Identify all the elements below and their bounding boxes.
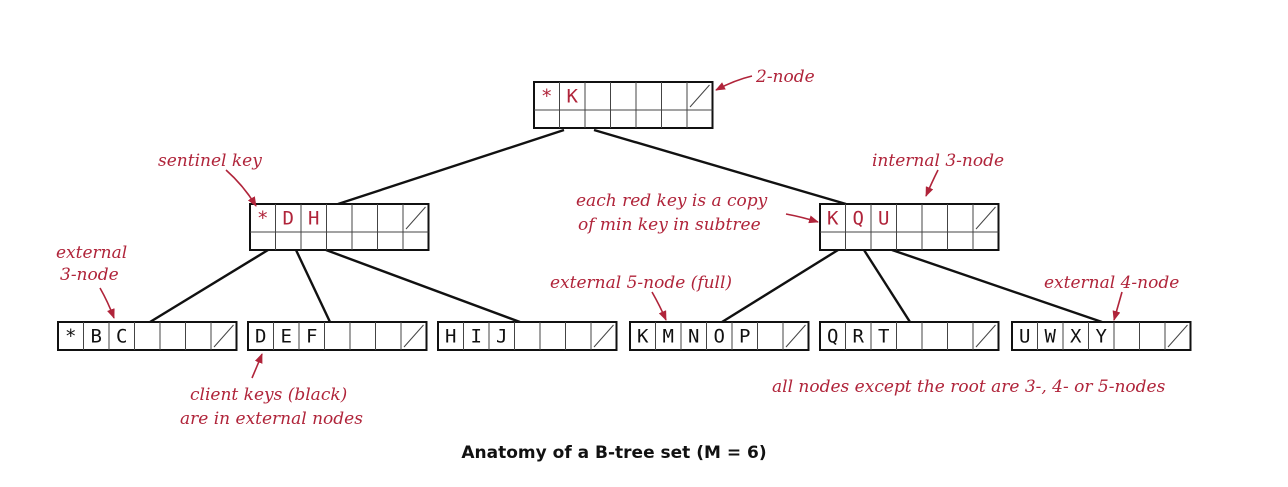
null-marker — [405, 206, 426, 230]
annotations: 2-node sentinel key internal 3-node each… — [56, 67, 1179, 429]
node-key: K — [567, 86, 579, 108]
node-key: T — [878, 326, 889, 348]
null-marker — [1167, 324, 1188, 348]
node-box — [819, 321, 1000, 351]
node-key: H — [308, 208, 319, 230]
null-marker — [213, 324, 234, 348]
annot-sentinel-key: sentinel key — [158, 151, 262, 171]
node-key: U — [1019, 326, 1030, 348]
node-key: M — [663, 326, 674, 348]
arrow-external-3-node — [99, 287, 115, 319]
node-key: R — [853, 326, 865, 348]
edge-left-hij — [325, 248, 521, 324]
node-key: K — [827, 208, 839, 230]
node-key: Q — [827, 326, 838, 348]
edge-root-right — [593, 128, 847, 206]
node-box — [437, 321, 618, 351]
null-marker — [785, 324, 806, 348]
null-marker — [975, 324, 996, 348]
node-key: B — [91, 326, 102, 348]
annot-external-4-node: external 4-node — [1044, 273, 1179, 293]
node-key: X — [1070, 326, 1082, 348]
node-box — [1011, 321, 1192, 351]
arrow-sentinel-key — [225, 169, 257, 207]
node-box — [249, 203, 430, 251]
edge-right-qrt — [862, 249, 912, 323]
node-key: P — [739, 326, 750, 348]
null-marker — [975, 206, 996, 230]
node-key: C — [116, 326, 127, 348]
node-key: U — [878, 208, 889, 230]
node-key: W — [1045, 326, 1057, 348]
node-key: * — [541, 86, 552, 108]
node-key: Y — [1096, 326, 1108, 348]
node-key: H — [445, 326, 456, 348]
node-box — [629, 321, 810, 351]
null-marker — [593, 324, 614, 348]
annot-all-nodes: all nodes except the root are 3-, 4- or … — [772, 377, 1166, 397]
node-key: * — [257, 208, 268, 230]
annot-two-node: 2-node — [755, 67, 815, 87]
node-key: Q — [853, 208, 864, 230]
tree-edges — [149, 128, 1103, 324]
null-marker — [689, 84, 710, 108]
arrow-external-4-node — [1112, 291, 1123, 321]
annot-internal-3-node: internal 3-node — [872, 151, 1004, 171]
node-box — [247, 321, 428, 351]
node-root: *K — [533, 81, 714, 129]
edge-right-uwxy — [891, 248, 1103, 324]
node-key: E — [281, 326, 292, 348]
node-box — [819, 203, 1000, 251]
arrow-external-5-node — [651, 291, 667, 321]
diagram-caption: Anatomy of a B-tree set (M = 6) — [461, 443, 766, 463]
node-key: J — [496, 326, 507, 348]
node-key: K — [637, 326, 649, 348]
annot-red-copy-line1: each red key is a copy — [576, 191, 768, 211]
node-key: D — [255, 326, 266, 348]
arrow-two-node — [715, 75, 753, 91]
node-box — [533, 81, 714, 129]
annot-external-5-node: external 5-node (full) — [550, 273, 732, 293]
annot-external-3-node-line2: 3-node — [60, 265, 119, 285]
arrow-internal-3-node — [925, 169, 939, 197]
node-key: F — [306, 326, 317, 348]
edge-left-bc — [149, 248, 269, 324]
node-key: D — [283, 208, 294, 230]
arrow-client-keys — [251, 353, 263, 379]
edge-right-kmnop — [721, 248, 839, 324]
edge-left-def — [294, 249, 332, 323]
annot-red-copy-line2: of min key in subtree — [578, 215, 761, 235]
annot-client-keys-line2: are in external nodes — [180, 409, 363, 429]
node-key: O — [714, 326, 725, 348]
annot-client-keys-line1: client keys (black) — [190, 385, 347, 405]
node-key: * — [65, 326, 76, 348]
edge-root-left — [337, 128, 565, 206]
node-key: I — [471, 326, 482, 348]
arrow-red-copy — [785, 213, 819, 224]
node-key: N — [688, 326, 699, 348]
annot-external-3-node-line1: external — [56, 243, 127, 263]
null-marker — [403, 324, 424, 348]
node-box — [57, 321, 238, 351]
